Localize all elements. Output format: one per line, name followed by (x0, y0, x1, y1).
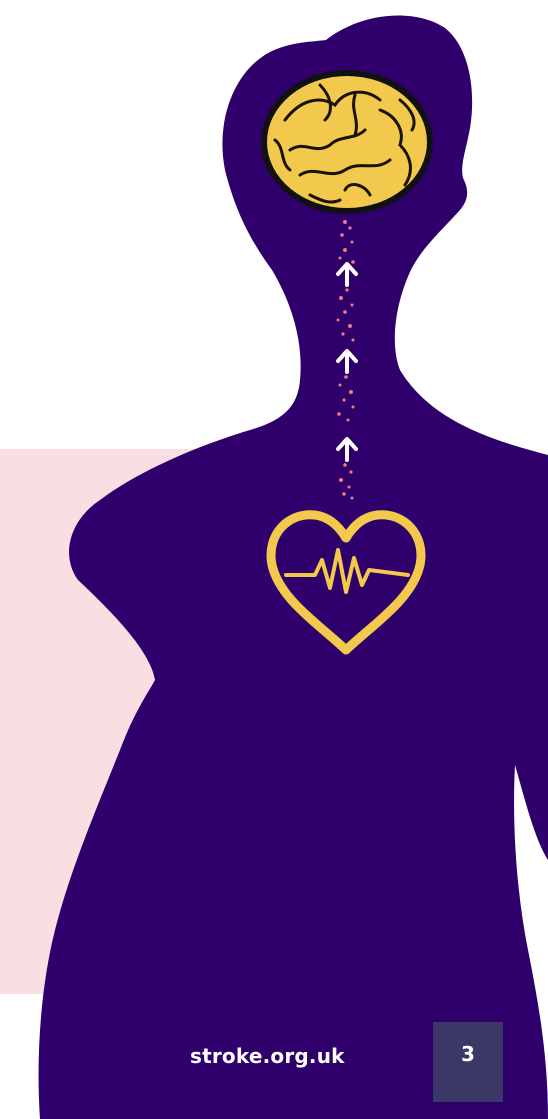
brain-icon (261, 70, 433, 214)
footer-url: stroke.org.uk (190, 1044, 345, 1068)
page-number-box: 3 (433, 1022, 503, 1102)
page-number: 3 (433, 1042, 503, 1066)
